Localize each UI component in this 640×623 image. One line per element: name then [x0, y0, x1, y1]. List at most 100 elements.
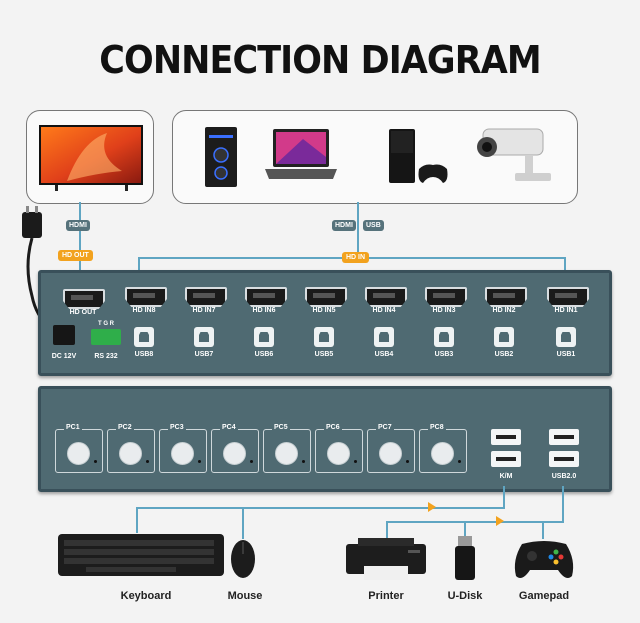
gamepad-icon: [514, 541, 574, 578]
pc-label: PC5: [272, 424, 290, 431]
hd-in4-port[interactable]: [365, 287, 407, 307]
usb20-port-bottom[interactable]: [549, 451, 579, 467]
pc7-button[interactable]: [379, 442, 402, 465]
line-printer-drop: [386, 521, 388, 539]
pc6-led: [354, 460, 357, 463]
hd-out-tag: HD OUT: [58, 250, 93, 261]
port-column: HD IN4 USB4: [359, 287, 409, 371]
diagram-title: CONNECTION DIAGRAM: [99, 38, 541, 82]
pc4-led: [250, 460, 253, 463]
arrow-usb20-right: [496, 516, 504, 526]
hd-out-port[interactable]: [63, 289, 105, 309]
pc5-led: [302, 460, 305, 463]
gamepad-label: Gamepad: [518, 590, 570, 602]
monitor-box: [26, 110, 154, 204]
usb8-port[interactable]: [134, 327, 154, 347]
hd-in5-port[interactable]: [305, 287, 347, 307]
usb1-port[interactable]: [556, 327, 576, 347]
pc6-button[interactable]: [327, 442, 350, 465]
km-usb-port-top[interactable]: [491, 429, 521, 445]
usb-label: USB6: [254, 351, 274, 358]
pc6-switch-group: PC6: [315, 424, 363, 473]
pc5-switch-group: PC5: [263, 424, 311, 473]
pc-label: PC3: [168, 424, 186, 431]
hd-in-label: HD IN1: [554, 307, 578, 314]
pc-label: PC6: [324, 424, 342, 431]
rs232-terminal[interactable]: [91, 329, 121, 345]
usb-label: USB2: [494, 351, 514, 358]
usb2-port[interactable]: [494, 327, 514, 347]
line-gamepad-drop: [542, 521, 544, 539]
line-usb20-down: [562, 486, 564, 522]
sources-box: [172, 110, 578, 204]
usb7-port[interactable]: [194, 327, 214, 347]
pc8-led: [458, 460, 461, 463]
km-usb-port-bottom[interactable]: [491, 451, 521, 467]
hd-in-label: HD IN4: [372, 307, 396, 314]
line-hdin1-drop: [564, 257, 566, 281]
pc1-led: [94, 460, 97, 463]
usb20-label: USB2.0: [551, 473, 577, 480]
rs232-pin-label: T G R: [98, 321, 114, 327]
hd-in7-port[interactable]: [185, 287, 227, 307]
port-column: HD IN8 USB8: [119, 287, 169, 371]
keyboard-icon: [58, 534, 224, 576]
usb6-port[interactable]: [254, 327, 274, 347]
pc-label: PC1: [64, 424, 82, 431]
pc3-led: [198, 460, 201, 463]
rs232-label: RS 232: [94, 353, 118, 360]
port-column: HD IN5 USB5: [299, 287, 349, 371]
pc1-button[interactable]: [67, 442, 90, 465]
port-column: HD IN2 USB2: [479, 287, 529, 371]
usb-label: USB4: [374, 351, 394, 358]
hd-in2-port[interactable]: [485, 287, 527, 307]
hd-in1-port[interactable]: [547, 287, 589, 307]
line-keyboard-drop: [136, 507, 138, 533]
usb-label: USB3: [434, 351, 454, 358]
pc7-switch-group: PC7: [367, 424, 415, 473]
usb-tag-right: USB: [363, 220, 384, 231]
usb4-port[interactable]: [374, 327, 394, 347]
line-usb20-bus: [386, 521, 564, 523]
line-udisk-drop: [464, 521, 466, 539]
hd-in3-port[interactable]: [425, 287, 467, 307]
pc5-button[interactable]: [275, 442, 298, 465]
hd-in-label: HD IN8: [132, 307, 156, 314]
pc2-switch-group: PC2: [107, 424, 155, 473]
printer-icon: [346, 538, 426, 580]
usb5-port[interactable]: [314, 327, 334, 347]
hd-in-label: HD IN5: [312, 307, 336, 314]
security-camera-icon: [477, 128, 551, 181]
hd-in-tag: HD IN: [342, 252, 370, 263]
port-column: HD IN1 USB1: [541, 287, 591, 371]
hd-in8-port[interactable]: [125, 287, 167, 307]
hd-in-label: HD IN3: [432, 307, 456, 314]
line-monitor-down: [79, 202, 81, 272]
pc3-button[interactable]: [171, 442, 194, 465]
dc-power-jack[interactable]: [53, 325, 75, 345]
kvm-front-panel: PC1 PC2 PC3 PC4 PC5 PC6 PC7 PC8 K/M: [38, 386, 612, 492]
pc3-switch-group: PC3: [159, 424, 207, 473]
usb20-port-top[interactable]: [549, 429, 579, 445]
hd-in-label: HD IN7: [192, 307, 216, 314]
hd-in6-port[interactable]: [245, 287, 287, 307]
line-km-bus: [136, 507, 505, 509]
udisk-label: U-Disk: [447, 590, 483, 602]
arrow-km-right: [428, 502, 436, 512]
hdmi-tag-right: HDMI: [332, 220, 356, 231]
pc-label: PC8: [428, 424, 446, 431]
pc1-switch-group: PC1: [55, 424, 103, 473]
usb-label: USB8: [134, 351, 154, 358]
keyboard-label: Keyboard: [120, 590, 172, 602]
pc7-led: [406, 460, 409, 463]
line-km-down: [503, 486, 505, 508]
usb3-port[interactable]: [434, 327, 454, 347]
pc4-button[interactable]: [223, 442, 246, 465]
pc4-switch-group: PC4: [211, 424, 259, 473]
pc8-button[interactable]: [431, 442, 454, 465]
pc2-button[interactable]: [119, 442, 142, 465]
pc-tower-icon: [205, 127, 237, 187]
port-column: HD IN3 USB3: [419, 287, 469, 371]
dc-12v-label: DC 12V: [51, 353, 77, 360]
port-column: HD IN7 USB7: [179, 287, 229, 371]
